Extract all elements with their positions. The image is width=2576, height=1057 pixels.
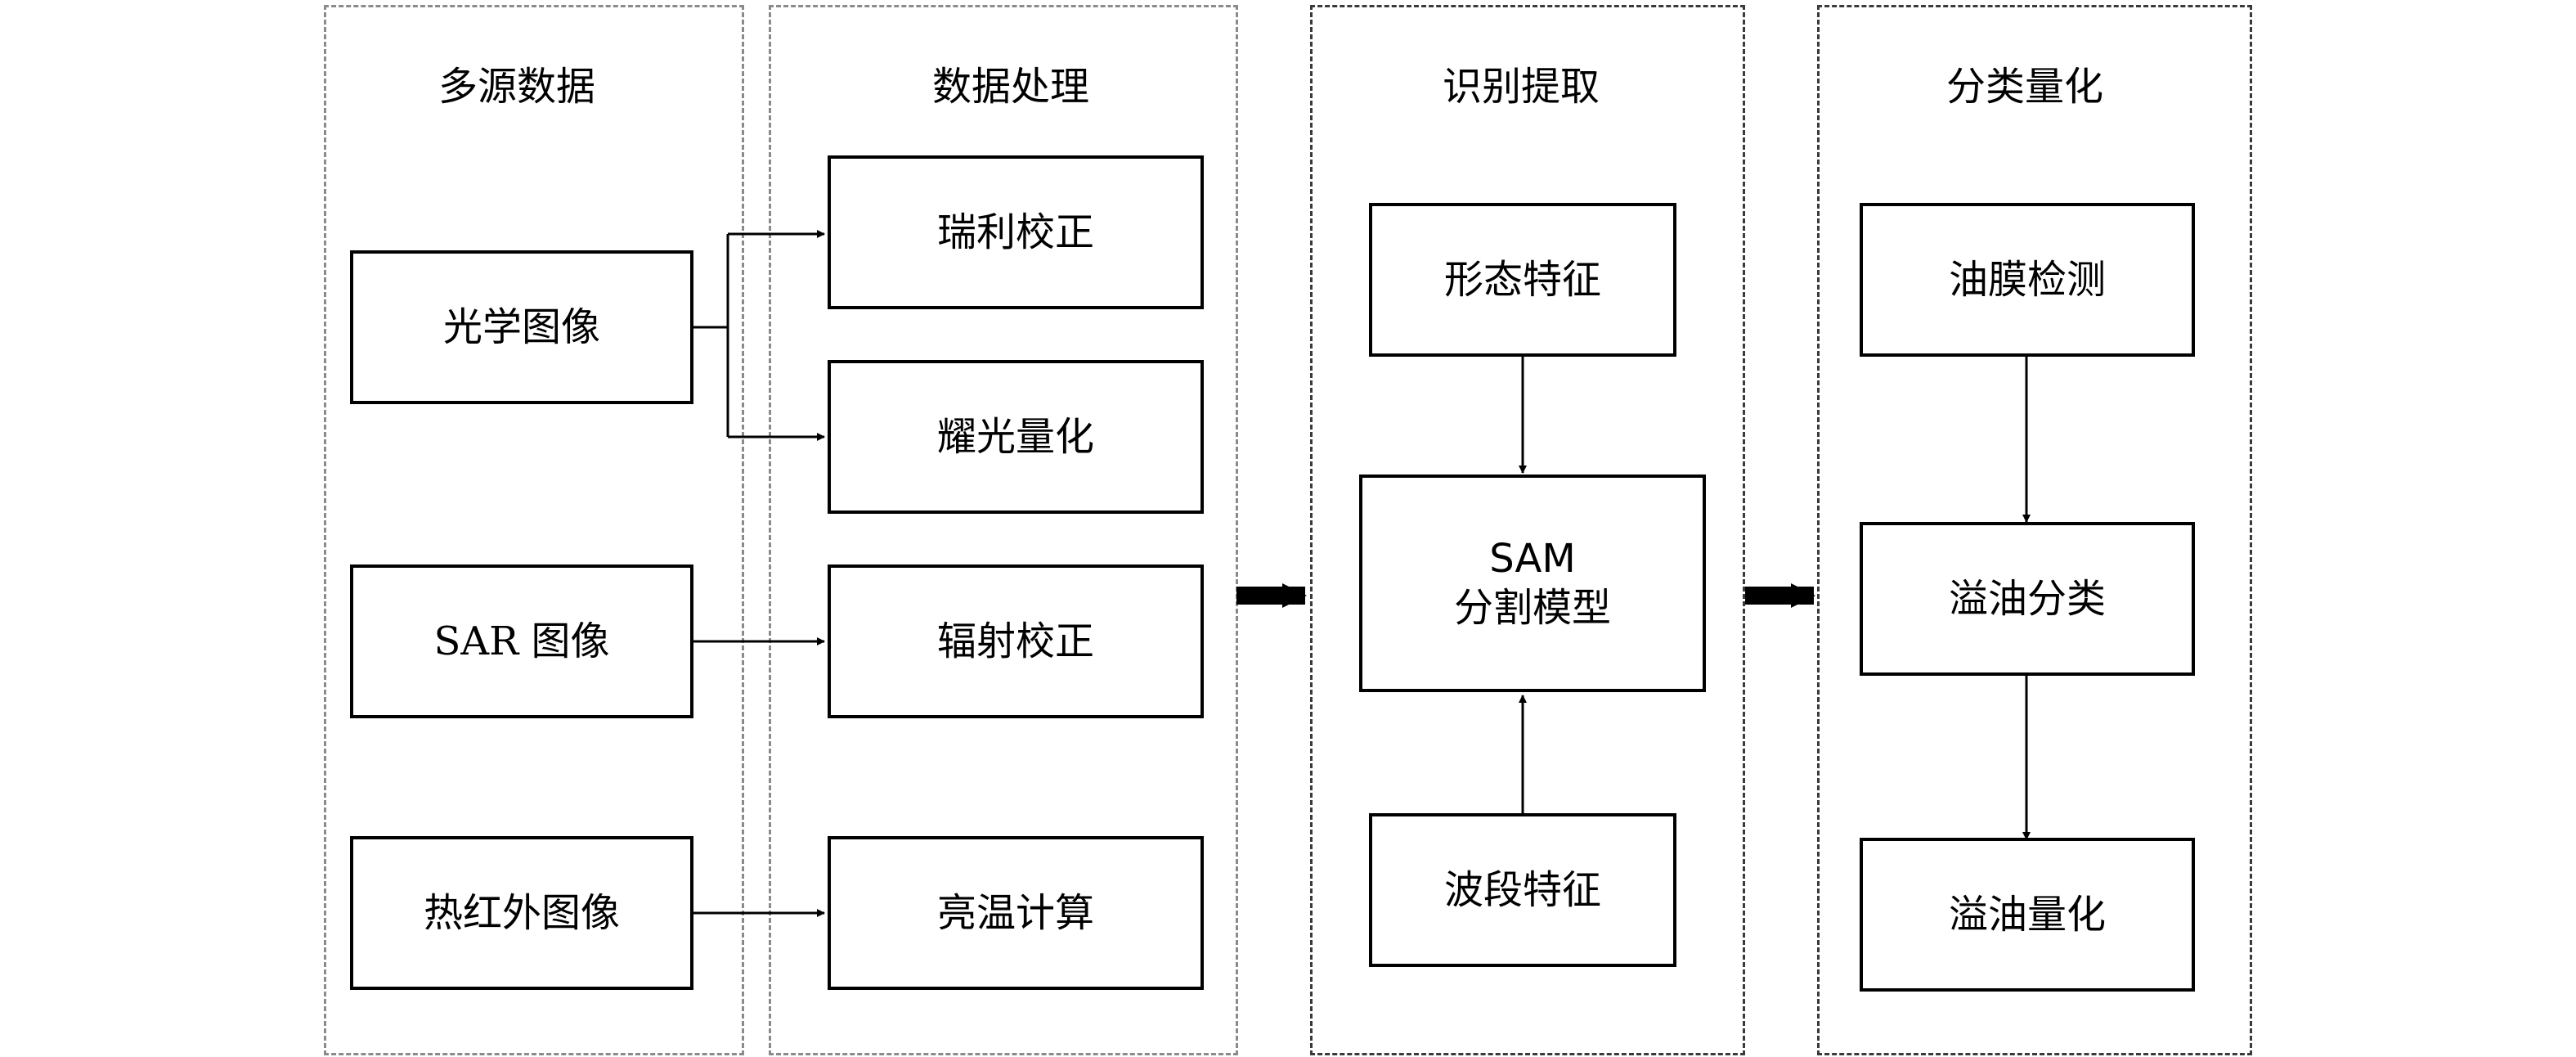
title-multi-source: 多源数据: [438, 64, 596, 110]
box-thermal-infrared-image: 热红外图像: [350, 836, 693, 990]
box-rayleigh-correction: 瑞利校正: [828, 155, 1204, 309]
label-oil-spill-classification: 溢油分类: [1948, 576, 2106, 622]
connector-optical-trunk: [692, 234, 729, 437]
box-sam-segmentation-model: SAM 分割模型: [1359, 475, 1706, 692]
box-optical-image: 光学图像: [350, 250, 693, 404]
box-radiometric-correction: 辐射校正: [828, 564, 1204, 718]
title-classification-quantification: 分类量化: [1945, 64, 2104, 110]
label-band-features: 波段特征: [1443, 867, 1601, 913]
panel-classification-quantification: [1817, 5, 2252, 1055]
label-thermal-infrared-image: 热红外图像: [423, 890, 620, 936]
label-oil-film-detection: 油膜检测: [1948, 257, 2106, 303]
box-oil-spill-classification: 溢油分类: [1860, 522, 2195, 676]
box-morphology-features: 形态特征: [1369, 203, 1676, 357]
box-oil-film-detection: 油膜检测: [1860, 203, 2195, 357]
label-glint-quantification: 耀光量化: [936, 414, 1094, 460]
panel-recognition-extraction: [1310, 5, 1745, 1055]
box-brightness-temperature: 亮温计算: [828, 836, 1204, 990]
label-radiometric-correction: 辐射校正: [936, 618, 1094, 664]
box-sar-image: SAR 图像: [350, 564, 693, 718]
label-brightness-temperature: 亮温计算: [936, 890, 1094, 936]
panel-data-processing: [769, 5, 1238, 1055]
label-sar-image: SAR 图像: [433, 618, 610, 664]
box-oil-spill-quantification: 溢油量化: [1860, 838, 2195, 992]
panel-multi-source: [324, 5, 744, 1055]
label-morphology-features: 形态特征: [1443, 257, 1601, 303]
box-band-features: 波段特征: [1369, 813, 1676, 967]
box-glint-quantification: 耀光量化: [828, 360, 1204, 514]
label-optical-image: 光学图像: [442, 304, 600, 350]
title-data-processing: 数据处理: [931, 64, 1090, 110]
label-sam-segmentation-model: SAM 分割模型: [1453, 536, 1611, 631]
label-oil-spill-quantification: 溢油量化: [1948, 892, 2106, 938]
label-rayleigh-correction: 瑞利校正: [936, 209, 1094, 255]
title-recognition-extraction: 识别提取: [1442, 64, 1600, 110]
